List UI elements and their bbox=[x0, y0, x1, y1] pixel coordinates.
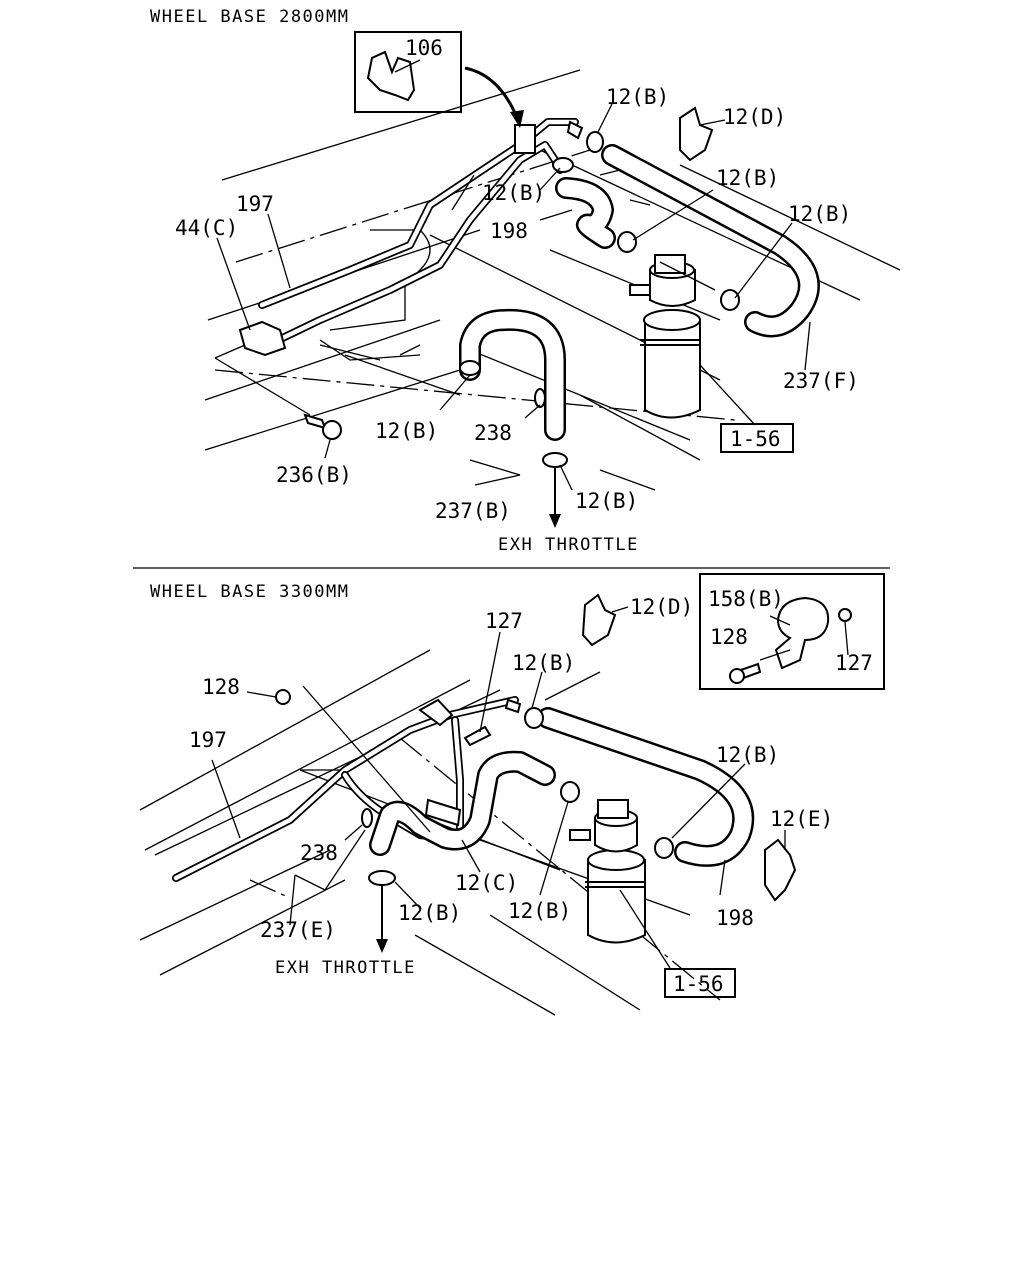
clip-106-icon bbox=[366, 50, 416, 102]
hose-198-bottom bbox=[537, 707, 755, 867]
clamp-12b bbox=[586, 131, 604, 153]
ref-box-1-56-top[interactable]: 1-56 bbox=[720, 423, 794, 453]
label-127: 127 bbox=[485, 609, 523, 633]
clamp-12b bbox=[552, 157, 574, 173]
pipe-connector bbox=[514, 124, 536, 154]
nut-128 bbox=[275, 689, 291, 705]
inset-pointer-arrow bbox=[464, 66, 520, 121]
clamp-12b bbox=[560, 781, 580, 803]
label-12b: 12(B) bbox=[482, 181, 545, 205]
label-12b: 12(B) bbox=[512, 651, 575, 675]
svg-text:106: 106 bbox=[405, 36, 443, 60]
label-198: 198 bbox=[490, 219, 528, 243]
exh-throttle-label-top: EXH THROTTLE bbox=[498, 535, 639, 555]
label-127: 127 bbox=[835, 651, 873, 675]
label-237f: 237(F) bbox=[783, 369, 859, 393]
label-238: 238 bbox=[300, 841, 338, 865]
clamp-12d bbox=[679, 106, 714, 162]
clip-238 bbox=[534, 388, 546, 408]
label-12b: 12(B) bbox=[375, 419, 438, 443]
label-238: 238 bbox=[474, 421, 512, 445]
bolt-236b bbox=[303, 413, 342, 440]
section-title-3300: WHEEL BASE 3300MM bbox=[150, 582, 350, 602]
ref-box-1-56-bottom[interactable]: 1-56 bbox=[664, 968, 736, 998]
hose-clamps-bottom bbox=[275, 593, 797, 902]
label-197: 197 bbox=[236, 192, 274, 216]
hose-198-top bbox=[555, 177, 616, 249]
label-12c: 12(C) bbox=[455, 871, 518, 895]
label-236b: 236(B) bbox=[276, 463, 352, 487]
label-12b: 12(B) bbox=[788, 202, 851, 226]
vacuum-tank-top bbox=[629, 254, 716, 419]
vacuum-tank-bottom bbox=[569, 799, 646, 944]
pipe-197-bottom bbox=[172, 696, 519, 882]
label-12b: 12(B) bbox=[716, 166, 779, 190]
section-title-2800: WHEEL BASE 2800MM bbox=[150, 7, 350, 27]
label-237b: 237(B) bbox=[435, 499, 511, 523]
hose-clamps-top bbox=[459, 106, 740, 468]
clamp-12b bbox=[654, 837, 674, 859]
label-12d: 12(D) bbox=[630, 595, 693, 619]
svg-text:1-56[interactable]: 1-56 bbox=[673, 972, 724, 996]
inset-158b: 158(B) 128 127 bbox=[699, 573, 885, 690]
label-12b: 12(B) bbox=[575, 489, 638, 513]
label-198: 198 bbox=[716, 906, 754, 930]
pipe-197-top bbox=[258, 118, 579, 349]
label-44c: 44(C) bbox=[175, 216, 238, 240]
label-12b: 12(B) bbox=[398, 901, 461, 925]
clip-12e bbox=[764, 838, 797, 902]
label-128: 128 bbox=[710, 625, 748, 649]
label-12b: 12(B) bbox=[508, 899, 571, 923]
clamp-12b bbox=[368, 870, 396, 886]
clamp-12b bbox=[524, 707, 544, 729]
pipe-fitting bbox=[418, 698, 454, 727]
clamp-12b bbox=[459, 360, 481, 376]
clamp-12b bbox=[720, 289, 740, 311]
bracket bbox=[424, 798, 462, 827]
section-wheelbase-2800: WHEEL BASE 2800MM bbox=[150, 7, 901, 555]
hose-12c-section bbox=[369, 750, 556, 856]
label-158b: 158(B) bbox=[708, 587, 784, 611]
svg-text:1-56[interactable]: 1-56 bbox=[730, 427, 781, 451]
leader-lines-top bbox=[214, 103, 811, 491]
clamp-12d bbox=[581, 593, 617, 647]
label-12b: 12(B) bbox=[716, 743, 779, 767]
chassis-lines-top bbox=[204, 69, 901, 491]
hose-237b bbox=[459, 308, 566, 441]
leader-lines-bottom bbox=[211, 606, 786, 969]
hose-237f bbox=[601, 144, 820, 338]
clamp-12b bbox=[617, 231, 637, 253]
label-12e: 12(E) bbox=[770, 807, 833, 831]
label-197: 197 bbox=[189, 728, 227, 752]
exh-throttle-label-bottom: EXH THROTTLE bbox=[275, 958, 416, 978]
label-128: 128 bbox=[202, 675, 240, 699]
clip-238 bbox=[361, 808, 373, 828]
section-wheelbase-3300: WHEEL BASE 3300MM 158(B) 128 127 bbox=[139, 573, 885, 1016]
label-237e: 237(E) bbox=[260, 918, 336, 942]
clip-44c bbox=[238, 320, 287, 357]
label-12b: 12(B) bbox=[606, 85, 669, 109]
nut-127-icon bbox=[838, 608, 852, 622]
clamp-12b bbox=[542, 452, 568, 468]
label-12d: 12(D) bbox=[723, 105, 786, 129]
inset-106: 106 bbox=[354, 31, 524, 128]
bolt-127 bbox=[463, 725, 492, 747]
